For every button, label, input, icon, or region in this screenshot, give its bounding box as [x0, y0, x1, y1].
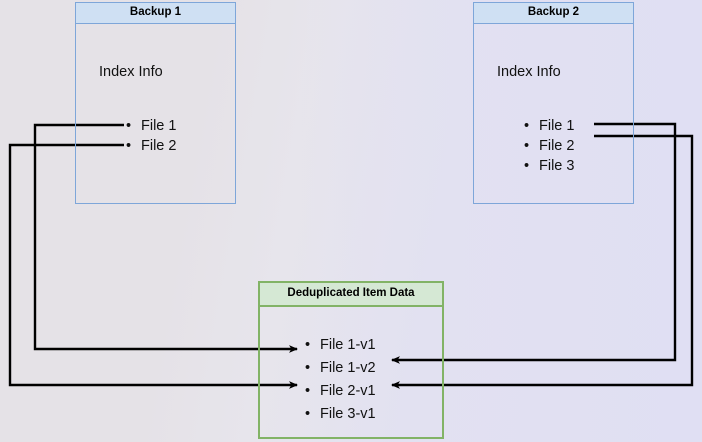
backup-2-file-list: File 1 File 2 File 3 — [524, 116, 574, 176]
backup-2-index-info-label: Index Info — [497, 64, 561, 80]
node-backup-2-header: Backup 2 — [474, 3, 633, 24]
node-backup-1[interactable]: Backup 1 Index Info File 1 File 2 — [75, 2, 236, 204]
connector-backup2-file2 — [391, 134, 694, 389]
dedup-item[interactable]: File 1-v1 — [305, 334, 376, 357]
dedup-item-list: File 1-v1 File 1-v2 File 2-v1 File 3-v1 — [305, 334, 376, 426]
connector-backup2-file1 — [391, 122, 677, 364]
backup-2-file-item[interactable]: File 3 — [524, 156, 574, 176]
backup-2-file-item[interactable]: File 2 — [524, 136, 574, 156]
backup-1-file-item[interactable]: File 1 — [126, 116, 176, 136]
node-backup-2-body: Index Info File 1 File 2 File 3 — [474, 24, 633, 203]
backup-1-index-info-label: Index Info — [99, 64, 163, 80]
node-backup-2[interactable]: Backup 2 Index Info File 1 File 2 File 3 — [473, 2, 634, 204]
dedup-item[interactable]: File 1-v2 — [305, 357, 376, 380]
node-dedup-title: Deduplicated Item Data — [287, 287, 415, 300]
node-backup-2-title: Backup 2 — [527, 6, 580, 19]
connector-backup1-file2 — [8, 143, 298, 389]
node-dedup-header: Deduplicated Item Data — [260, 283, 442, 307]
backup-1-file-item[interactable]: File 2 — [126, 136, 176, 156]
backup-2-file-item[interactable]: File 1 — [524, 116, 574, 136]
connector-backup1-file1 — [33, 123, 298, 353]
node-backup-1-title: Backup 1 — [129, 6, 182, 19]
backup-1-file-list: File 1 File 2 — [126, 116, 176, 156]
dedup-item[interactable]: File 3-v1 — [305, 403, 376, 426]
dedup-item[interactable]: File 2-v1 — [305, 380, 376, 403]
node-dedup-body: File 1-v1 File 1-v2 File 2-v1 File 3-v1 — [260, 307, 442, 437]
node-backup-1-header: Backup 1 — [76, 3, 235, 24]
node-backup-1-body: Index Info File 1 File 2 — [76, 24, 235, 203]
node-deduplicated-item-data[interactable]: Deduplicated Item Data File 1-v1 File 1-… — [258, 281, 444, 439]
